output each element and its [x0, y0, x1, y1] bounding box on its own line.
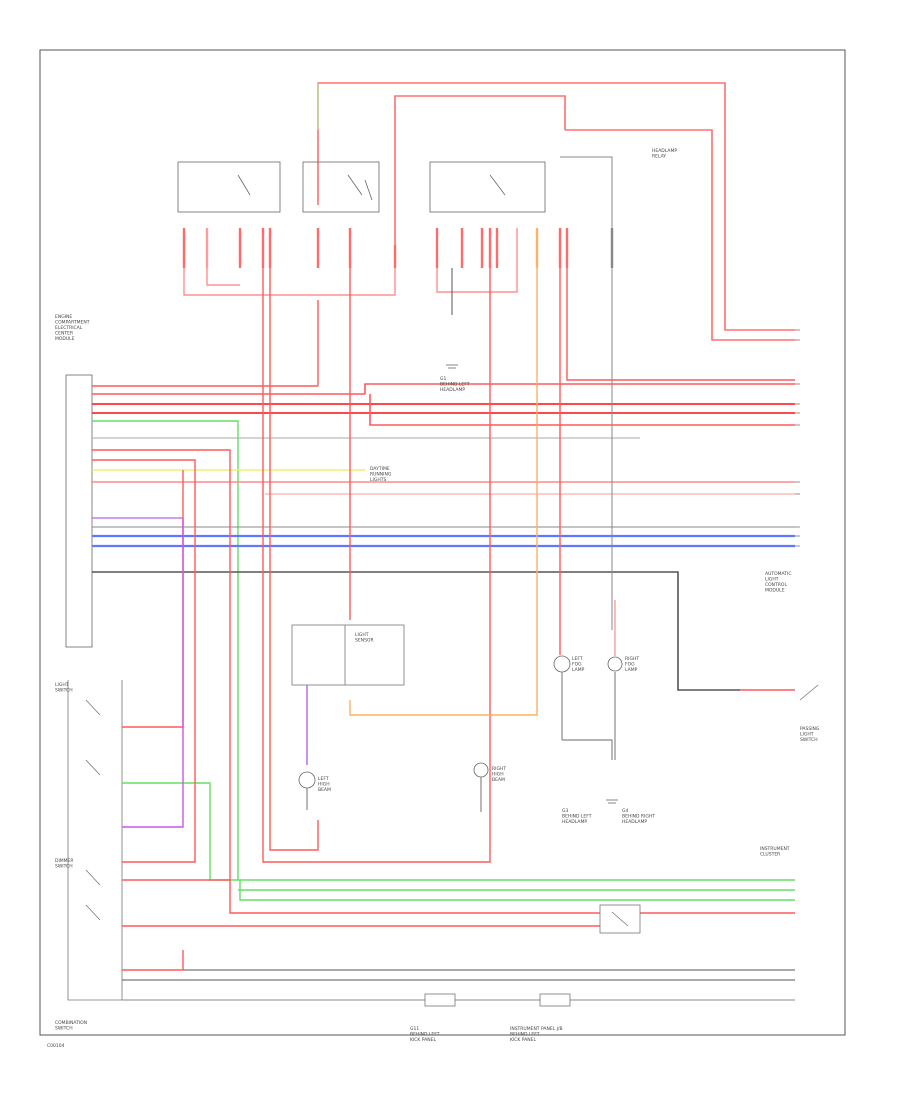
bus-green-1 [92, 420, 239, 880]
combo-contact-3 [85, 869, 101, 886]
vert-red-a [262, 268, 491, 863]
bottom-relay-contact [611, 911, 629, 927]
bottom-relay-box [599, 904, 641, 934]
pink-loop-left [183, 268, 396, 296]
passing-switch [799, 684, 819, 701]
long-verticals [262, 268, 795, 863]
bottom-connector-1 [424, 993, 456, 1007]
wire-top-red-right [565, 129, 795, 341]
lamp-wire-5 [562, 739, 613, 760]
switch-contact-3 [489, 174, 506, 196]
wire-top-red-outer [317, 82, 795, 331]
combo-red-2 [92, 459, 196, 863]
combo-wires [92, 449, 795, 1001]
switch-box-2 [302, 161, 380, 213]
center-relay [291, 624, 405, 686]
center-relay-box [291, 624, 405, 686]
connector-stubs [182, 228, 614, 268]
combination-switch [67, 680, 123, 1001]
switch-contact-1 [237, 174, 251, 196]
switch-contact-4 [364, 179, 373, 201]
wire-top-red-inner [394, 95, 566, 245]
combo-red-7 [122, 950, 184, 971]
vert-red-e [566, 268, 795, 381]
combo-green-3 [239, 880, 795, 901]
bus-dark [92, 571, 740, 691]
bus-red-2b [364, 383, 795, 394]
combo-red-3 [92, 449, 231, 881]
bottom-connectors [424, 993, 571, 1007]
combo-contact-4 [85, 904, 101, 921]
switch-box-1 [177, 161, 281, 213]
left-module [65, 374, 93, 648]
switch-contact-2 [347, 174, 363, 196]
vert-orange [349, 268, 538, 716]
top-switch-boxes [177, 161, 546, 213]
diagram-frame [39, 49, 846, 1036]
bottom-relay [599, 904, 641, 934]
combo-contact-1 [85, 699, 101, 716]
pink-loop-right [436, 228, 518, 293]
bus-red-5 [369, 394, 795, 426]
combo-switch-border [67, 680, 123, 1001]
wire-top-gray [560, 156, 613, 255]
lamp-fog-right [607, 656, 623, 672]
combo-contact-2 [85, 759, 101, 776]
combo-red-5 [229, 880, 600, 914]
pink-loop-mid [206, 268, 240, 286]
top-wires [317, 82, 795, 341]
lamps [298, 655, 623, 789]
vert-red-b [269, 268, 319, 851]
upper-pink-loops [183, 228, 518, 296]
left-module-box [65, 374, 93, 648]
right-terminals [795, 329, 800, 547]
lamp-fog-left [553, 655, 571, 673]
ground-symbols [446, 364, 618, 804]
bottom-connector-2 [539, 993, 571, 1007]
label-footer-code: C00104 [47, 1043, 65, 1049]
switch-box-3 [429, 161, 546, 213]
combo-green-1 [122, 782, 795, 881]
lamp-left-high [298, 771, 316, 789]
passing-contact [799, 684, 819, 701]
lamp-wires [306, 600, 616, 812]
horizontal-bus [92, 300, 795, 880]
combo-purple-1 [122, 518, 184, 828]
lamp-right-high [473, 762, 489, 778]
combo-red-1 [122, 470, 184, 728]
